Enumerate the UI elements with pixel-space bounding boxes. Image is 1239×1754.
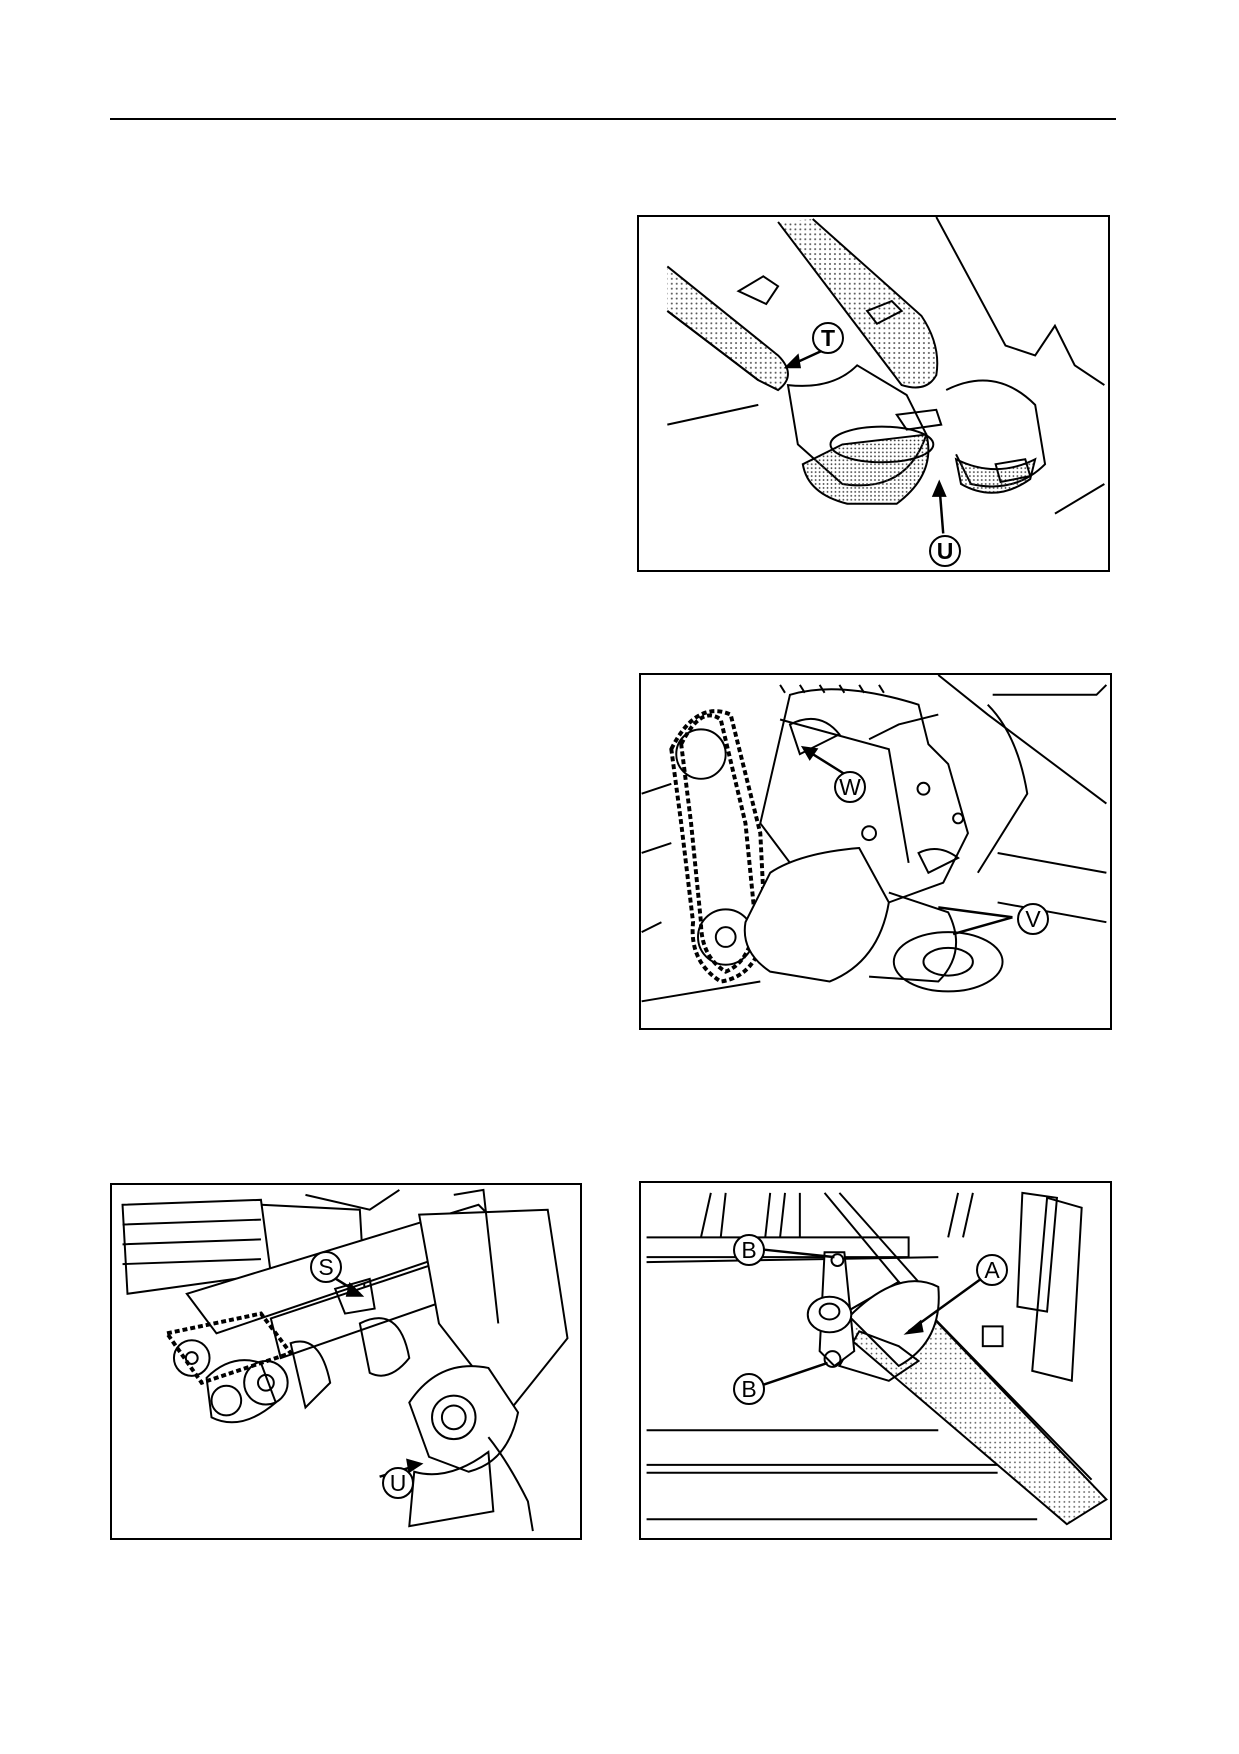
callout-label-t: T xyxy=(812,322,844,354)
figure-chain-drive: W V xyxy=(639,673,1112,1030)
auger-pivot-illustration xyxy=(646,1191,1108,1526)
callout-label-s: S xyxy=(310,1251,342,1283)
figure-air-filter: T U xyxy=(637,215,1110,572)
callout-label-b-bottom: B xyxy=(733,1373,765,1405)
figure-auger-pivot: B A B xyxy=(639,1181,1112,1540)
callout-label-b-top: B xyxy=(733,1234,765,1266)
air-filter-illustration xyxy=(666,217,1105,534)
callout-label-u: U xyxy=(929,535,961,567)
chain-drive-illustration xyxy=(641,675,1108,1003)
callout-label-w: W xyxy=(834,771,866,803)
figure-auger-drive: S U xyxy=(110,1183,582,1540)
header-rule xyxy=(110,118,1116,120)
callout-label-u2: U xyxy=(382,1467,414,1499)
callout-label-v: V xyxy=(1017,903,1049,935)
callout-label-a: A xyxy=(976,1254,1008,1286)
auger-drive-illustration xyxy=(121,1188,569,1532)
